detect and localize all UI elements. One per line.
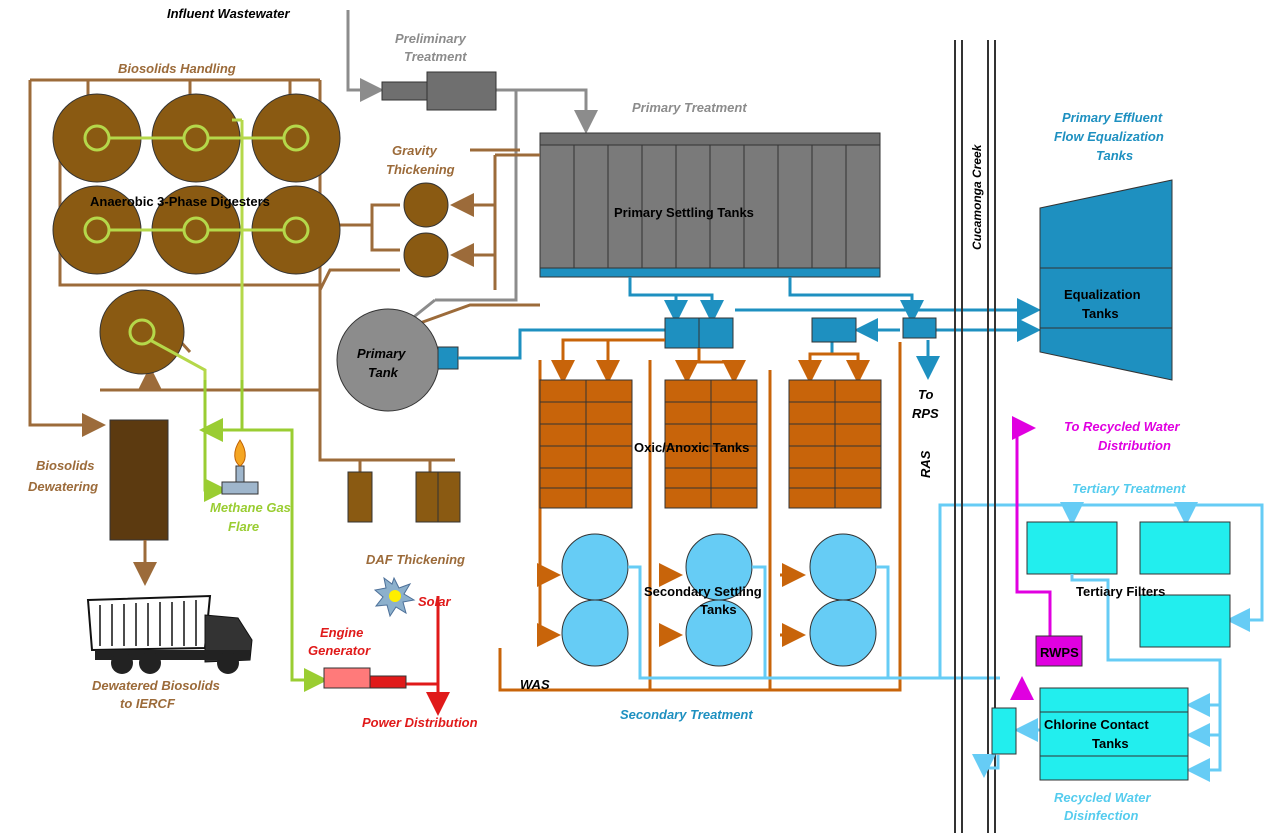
- aeration-basin: [788, 379, 882, 509]
- gravity-label-1: Gravity: [392, 143, 438, 158]
- tertiary-filters-label: Tertiary Filters: [1076, 584, 1165, 599]
- engine-label-2: Generator: [308, 643, 371, 658]
- oxic-anoxic-tanks: [539, 379, 882, 509]
- gas-pipes: [109, 118, 284, 420]
- daf-label: DAF Thickening: [366, 552, 465, 567]
- biosolids-dewatering-label-2: Dewatering: [28, 479, 98, 494]
- gravity-thickeners: [403, 182, 449, 278]
- digester: [251, 185, 341, 275]
- equalization-tank: [1039, 179, 1173, 381]
- primary-effluent-pipes: [458, 277, 1041, 380]
- secondary-settling-label-1: Secondary Settling: [644, 584, 762, 599]
- to-recycled-label-2: Distribution: [1098, 438, 1171, 453]
- secondary-clarifiers: [561, 533, 877, 667]
- chlorine-label-1: Chlorine Contact: [1044, 717, 1149, 732]
- ras-label: RAS: [918, 450, 933, 478]
- recycled-water-pipes: [1010, 416, 1052, 700]
- tertiary-filters: [1026, 521, 1231, 648]
- dewatered-label-1: Dewatered Biosolids: [92, 678, 220, 693]
- splitter-boxes: [664, 317, 937, 349]
- methane-label-2: Flare: [228, 519, 259, 534]
- influent-pipe: [346, 10, 598, 322]
- digester: [99, 289, 185, 375]
- anaerobic-digesters: [52, 93, 341, 375]
- primary-tank-label-1: Primary: [357, 346, 406, 361]
- influent-label: Influent Wastewater: [167, 6, 291, 21]
- to-rps-label-2: RPS: [912, 406, 939, 421]
- recycled-disinfection-label-2: Disinfection: [1064, 808, 1138, 823]
- dewatering-unit: [109, 419, 169, 586]
- dump-truck: [86, 594, 253, 674]
- power-lines: [406, 596, 450, 716]
- was-label: WAS: [520, 677, 550, 692]
- rwps-label: RWPS: [1040, 645, 1079, 660]
- primary-tank: [336, 308, 459, 412]
- preliminary-label-2: Treatment: [404, 49, 467, 64]
- equalization-label-2: Tanks: [1082, 306, 1119, 321]
- aeration-basin: [539, 379, 633, 509]
- recycled-disinfection-label-1: Recycled Water: [1054, 790, 1152, 805]
- daf-thickeners: [347, 471, 461, 523]
- equalization-label-1: Equalization: [1064, 287, 1141, 302]
- chlorine-contact-tanks: [991, 687, 1189, 781]
- primary-settling-label: Primary Settling Tanks: [614, 205, 754, 220]
- methane-flare: [221, 439, 259, 495]
- biosolids-dewatering-label-1: Biosolids: [36, 458, 95, 473]
- engine-generator: [323, 667, 407, 689]
- primary-settling-tanks: [539, 132, 881, 278]
- digesters-label: Anaerobic 3-Phase Digesters: [90, 194, 270, 209]
- pe-flow-label-2: Flow Equalization: [1054, 129, 1164, 144]
- oxic-anoxic-label: Oxic/Anoxic Tanks: [634, 440, 749, 455]
- preliminary-label-1: Preliminary: [395, 31, 467, 46]
- pe-flow-label-3: Tanks: [1096, 148, 1133, 163]
- chlorine-label-2: Tanks: [1092, 736, 1129, 751]
- engine-label-1: Engine: [320, 625, 363, 640]
- tertiary-treatment-label: Tertiary Treatment: [1072, 481, 1186, 496]
- gravity-label-2: Thickening: [386, 162, 455, 177]
- secondary-effluent-pipes: [628, 502, 1264, 680]
- rwps-box: [1035, 635, 1083, 667]
- solar-icon: [373, 576, 416, 618]
- tertiary-effluent-pipes: [972, 574, 1222, 782]
- creek-channel: [954, 40, 996, 833]
- pe-flow-label-1: Primary Effluent: [1062, 110, 1163, 125]
- aeration-feed-pipes: [498, 338, 902, 692]
- aeration-basin: [664, 379, 758, 509]
- preliminary-treatment-unit: [381, 71, 497, 111]
- secondary-settling-label-2: Tanks: [700, 602, 737, 617]
- primary-tank-label-2: Tank: [368, 365, 399, 380]
- power-distribution-label: Power Distribution: [362, 715, 478, 730]
- to-recycled-label-1: To Recycled Water: [1064, 419, 1181, 434]
- to-rps-label-1: To: [918, 387, 933, 402]
- methane-label-1: Methane Gas: [210, 500, 291, 515]
- creek-label: Cucamonga Creek: [970, 143, 984, 250]
- secondary-treatment-label: Secondary Treatment: [620, 707, 753, 722]
- dewatered-label-2: to IERCF: [120, 696, 176, 711]
- solar-label: Solar: [418, 594, 451, 609]
- biosolids-handling-label: Biosolids Handling: [118, 61, 236, 76]
- methane-pipes: [199, 380, 328, 692]
- primary-treatment-label: Primary Treatment: [632, 100, 747, 115]
